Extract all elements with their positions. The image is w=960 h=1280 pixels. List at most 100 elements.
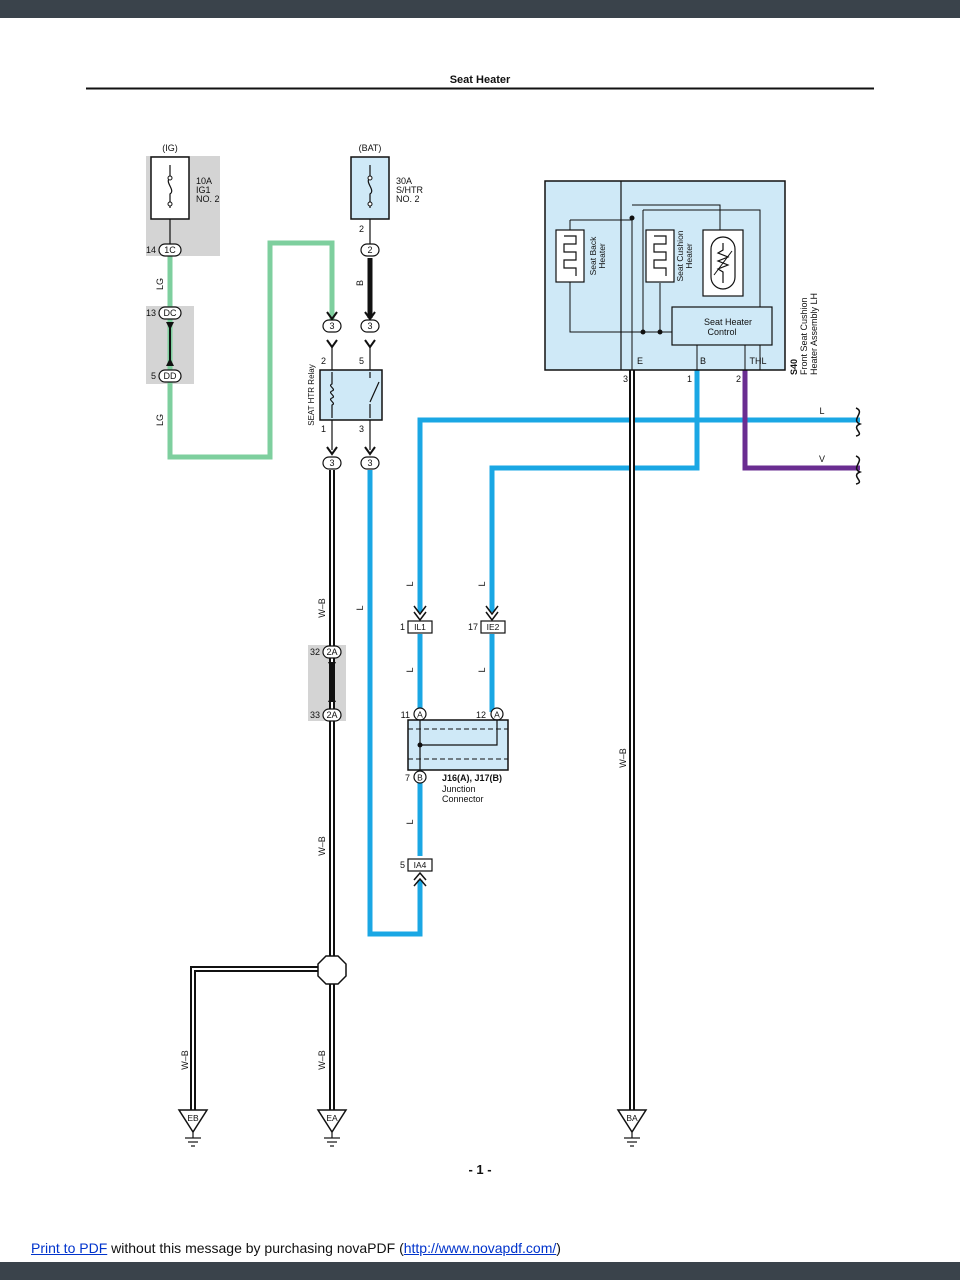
top-bar — [0, 0, 960, 18]
pin-e: 3 — [623, 374, 628, 384]
connector-2a-bot-pin: 33 — [310, 710, 320, 720]
pin-b: 1 — [687, 374, 692, 384]
relay-pin-5: 5 — [359, 356, 364, 366]
seat-back-heater — [555, 229, 585, 283]
ground-eb — [177, 1109, 209, 1147]
relay-switch — [369, 372, 380, 418]
footer-message: Print to PDF without this message by pur… — [31, 1240, 561, 1256]
relay-name: SEAT HTR Relay — [307, 364, 316, 426]
wire-label-b: B — [355, 280, 365, 286]
connector-ja11-label: A — [417, 710, 423, 720]
wire-wb-eb — [190, 966, 320, 1110]
terminal-b: B — [700, 356, 706, 366]
connector-relay-bot-right-label: 3 — [367, 458, 372, 468]
ground-ea — [316, 1109, 348, 1147]
wire-label-l-3: L — [477, 581, 487, 586]
connector-dd-pin: 5 — [151, 371, 156, 381]
connector-bat-in — [360, 243, 380, 257]
relay-pin-1: 1 — [321, 424, 326, 434]
footer-text: without this message by purchasing novaP… — [107, 1240, 404, 1256]
fuse-bat-source: (BAT) — [359, 143, 382, 153]
terminal-thl: THL — [749, 356, 766, 366]
fuse-ig-name1: IG1 — [196, 185, 211, 195]
connector-relay-top-left-label: 3 — [329, 321, 334, 331]
connector-dd — [158, 369, 182, 383]
wire-label-l-2: L — [405, 581, 415, 586]
connector-1c-label: 1C — [164, 245, 176, 255]
connector-jb7 — [413, 770, 427, 784]
wire-label-wb-4: W–B — [317, 1050, 327, 1070]
connector-il1 — [407, 620, 433, 634]
connector-ia4-label: IA4 — [414, 860, 427, 870]
continuation-v — [855, 455, 863, 485]
relay-coil — [329, 372, 335, 418]
fuse-ig-source: (IG) — [162, 143, 178, 153]
fuse-bat-name1: S/HTR — [396, 185, 424, 195]
relay-pin-2: 2 — [321, 356, 326, 366]
ground-eb-label: EB — [187, 1113, 199, 1123]
connector-ia4-pin: 5 — [400, 860, 405, 870]
connector-relay-top-left — [322, 319, 342, 333]
print-to-pdf-link[interactable]: Print to PDF — [31, 1240, 108, 1256]
connector-dc-label: DC — [164, 308, 177, 318]
wire-lg — [167, 240, 335, 460]
assembly-name1: Front Seat Cushion — [799, 297, 809, 375]
junction-desc2: Connector — [442, 794, 484, 804]
connector-relay-bot-left-label: 3 — [329, 458, 334, 468]
seat-back-heater-label2: Heater — [597, 243, 607, 269]
bottom-bar — [0, 1262, 960, 1280]
connector-2a-bot — [322, 708, 342, 722]
seat-heater-control-label1: Seat Heater — [704, 317, 752, 327]
connector-dc — [158, 306, 182, 320]
connector-jb7-label: B — [417, 773, 423, 783]
ground-ba — [616, 1109, 648, 1147]
pin-thl: 2 — [736, 374, 741, 384]
fuse-ig-name2: NO. 2 — [196, 194, 220, 204]
wire-label-l-5: L — [477, 667, 487, 672]
wire-label-lg-2: LG — [155, 414, 165, 426]
continuation-l — [855, 407, 863, 437]
wire-label-lg-1: LG — [155, 278, 165, 290]
connector-relay-top-right-label: 3 — [367, 321, 372, 331]
seat-cushion-heater-label1: Seat Cushion — [675, 230, 685, 281]
connector-ie2-label: IE2 — [487, 622, 500, 632]
connector-il1-label: IL1 — [414, 622, 426, 632]
relay-pin-3: 3 — [359, 424, 364, 434]
novapdf-link[interactable]: http://www.novapdf.com/ — [403, 1240, 557, 1256]
connector-relay-bot-left — [322, 456, 342, 470]
junction-pin-11: 11 — [401, 710, 410, 720]
wire-l-ie2 — [489, 370, 700, 612]
fuse-bat-pin: 2 — [359, 224, 364, 234]
connector-2a-bot-label: 2A — [326, 710, 337, 720]
connector-ie2 — [480, 620, 506, 634]
terminal-e: E — [637, 356, 643, 366]
wire-label-wb-1: W–B — [317, 598, 327, 618]
seat-heater-control-label2: Control — [707, 327, 736, 337]
connector-1c-pin: 14 — [146, 245, 156, 255]
connector-ie2-pin: 17 — [468, 622, 478, 632]
footer-end: ) — [556, 1240, 561, 1256]
connector-1c — [158, 243, 182, 257]
junction-pin-7: 7 — [405, 773, 410, 783]
connector-ia4 — [407, 858, 433, 872]
page-title: Seat Heater — [449, 74, 511, 86]
seat-back-heater-label1: Seat Back — [588, 236, 598, 275]
fuse-bat-rating: 30A — [396, 176, 412, 186]
wire-label-wb-3: W–B — [180, 1050, 190, 1070]
connector-dd-label: DD — [164, 371, 177, 381]
connector-dc-pin: 13 — [146, 308, 156, 318]
fuse-ig-rating: 10A — [196, 176, 212, 186]
wire-label-wb-5: W–B — [618, 748, 628, 768]
connector-2a-top-pin: 32 — [310, 647, 320, 657]
wire-l-il1 — [417, 417, 860, 612]
connector-2a-top — [322, 645, 342, 659]
junction-pin-12: 12 — [476, 710, 486, 720]
splice-point — [317, 955, 347, 985]
ground-ea-label: EA — [326, 1113, 338, 1123]
wire-label-l-6: L — [405, 819, 415, 824]
ground-ba-label: BA — [626, 1113, 638, 1123]
seat-heater-control — [671, 306, 773, 346]
connector-il1-pin: 1 — [400, 622, 405, 632]
connector-2a-top-label: 2A — [326, 647, 337, 657]
